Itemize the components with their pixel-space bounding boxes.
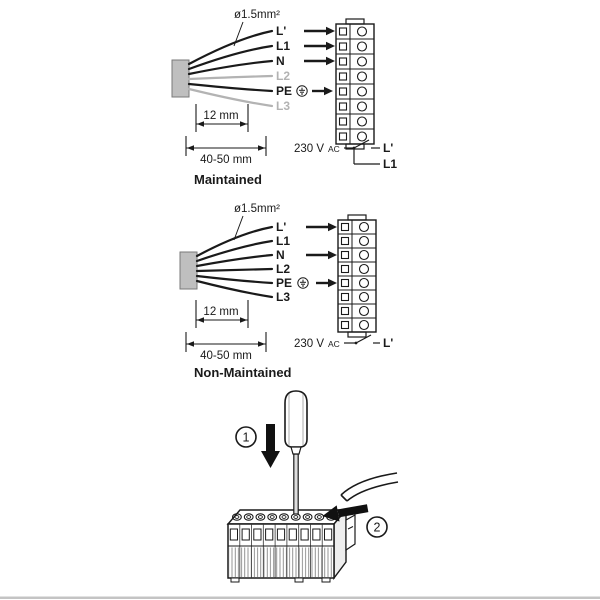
cable-gland	[179, 251, 198, 290]
dimension-strip-length	[195, 104, 249, 132]
wire-l-switched	[187, 29, 274, 66]
step-2-arrow	[322, 504, 369, 522]
supply-voltage-label: 230 V	[294, 143, 324, 155]
wire-bundle	[195, 225, 274, 299]
step-1-number: 1	[243, 431, 250, 445]
supply-circuit: 230 V AC L'	[294, 334, 393, 350]
step-2-number: 2	[374, 521, 381, 535]
wire-pe	[187, 82, 274, 93]
connection-arrows	[302, 25, 337, 97]
screwdriver-handle	[284, 390, 308, 448]
wire-label: L'	[276, 24, 286, 38]
wire-label: N	[276, 54, 285, 68]
wire-size-label: ø1.5mm²	[234, 9, 280, 21]
supply-voltage-label: 230 V	[294, 338, 324, 350]
page-edge	[0, 596, 600, 599]
wire-l-switched	[195, 225, 274, 258]
screwdriver	[284, 390, 308, 515]
screwdriver-collar	[290, 446, 302, 455]
wire-pe	[195, 274, 274, 285]
switch-symbol	[344, 334, 380, 345]
terminal-block	[335, 18, 375, 150]
connector-latch	[345, 513, 356, 552]
switched-line-label: L'	[383, 336, 393, 350]
dimension-overall-length	[185, 332, 267, 352]
step-2-badge: 2	[366, 516, 388, 538]
supply-ac-label: AC	[328, 339, 340, 349]
wire-l1	[195, 239, 274, 263]
section-title-maintained: Maintained	[194, 172, 262, 187]
supply-circuit: 230 V AC L' L1	[294, 139, 397, 171]
wire-label: L2	[276, 69, 290, 83]
wire-size-leader-line	[233, 215, 244, 241]
connector-feet	[230, 577, 331, 583]
overall-length-label: 40-50 mm	[200, 350, 252, 362]
wire-n	[195, 253, 274, 268]
wire-label: PE	[276, 84, 292, 98]
step-1-badge: 1	[235, 426, 257, 448]
overall-length-label: 40-50 mm	[200, 154, 252, 166]
strip-length-label: 12 mm	[203, 110, 238, 122]
wire-label: PE	[276, 276, 292, 290]
wire-l1	[187, 44, 274, 71]
wire-l2	[195, 267, 274, 273]
step-1-arrow	[261, 424, 280, 468]
screwdriver-shaft	[293, 453, 299, 515]
wire-n	[187, 59, 274, 76]
wire-l2	[187, 74, 274, 81]
wire-bundle	[187, 29, 274, 108]
wire-l3	[187, 87, 274, 108]
connection-arrows	[304, 221, 339, 289]
wire-labels: L' L1 N L2 PE L3	[276, 220, 292, 304]
connector-holes	[231, 513, 337, 521]
wire-label: L3	[276, 290, 290, 304]
wire-label: L3	[276, 99, 290, 113]
wire-label: L'	[276, 220, 286, 234]
wire-label: N	[276, 248, 285, 262]
latch-slot	[347, 526, 354, 530]
wire-labels: L' L1 N L2 PE L3	[276, 24, 292, 113]
permanent-line-label: L1	[383, 157, 397, 171]
dimension-overall-length	[185, 136, 267, 156]
connector-plug	[226, 508, 356, 583]
non-maintained-section: ø1.5mm² L' L1 N L2 PE L3	[179, 203, 393, 380]
wire-label: L1	[276, 234, 290, 248]
wire-l3	[195, 279, 274, 299]
strip-length-label: 12 mm	[203, 306, 238, 318]
maintained-section: ø1.5mm² L' L1 N L2 PE L3	[171, 9, 397, 187]
spring-clamp-windows	[229, 528, 333, 541]
switched-line-label: L'	[383, 141, 393, 155]
switch-symbol	[344, 139, 380, 165]
wire-label: L1	[276, 39, 290, 53]
section-title-non-maintained: Non-Maintained	[194, 365, 292, 380]
wire-size-label: ø1.5mm²	[234, 203, 280, 215]
supply-ac-label: AC	[328, 144, 340, 154]
cable-gland	[171, 59, 190, 98]
protective-earth-icon	[296, 85, 308, 97]
incoming-cable	[340, 472, 399, 502]
connector-fins	[229, 547, 333, 577]
terminal-block	[337, 214, 377, 338]
assembly-section: 1 2	[226, 390, 399, 583]
protective-earth-icon	[297, 277, 309, 289]
wire-label: L2	[276, 262, 290, 276]
dimension-strip-length	[195, 300, 249, 328]
